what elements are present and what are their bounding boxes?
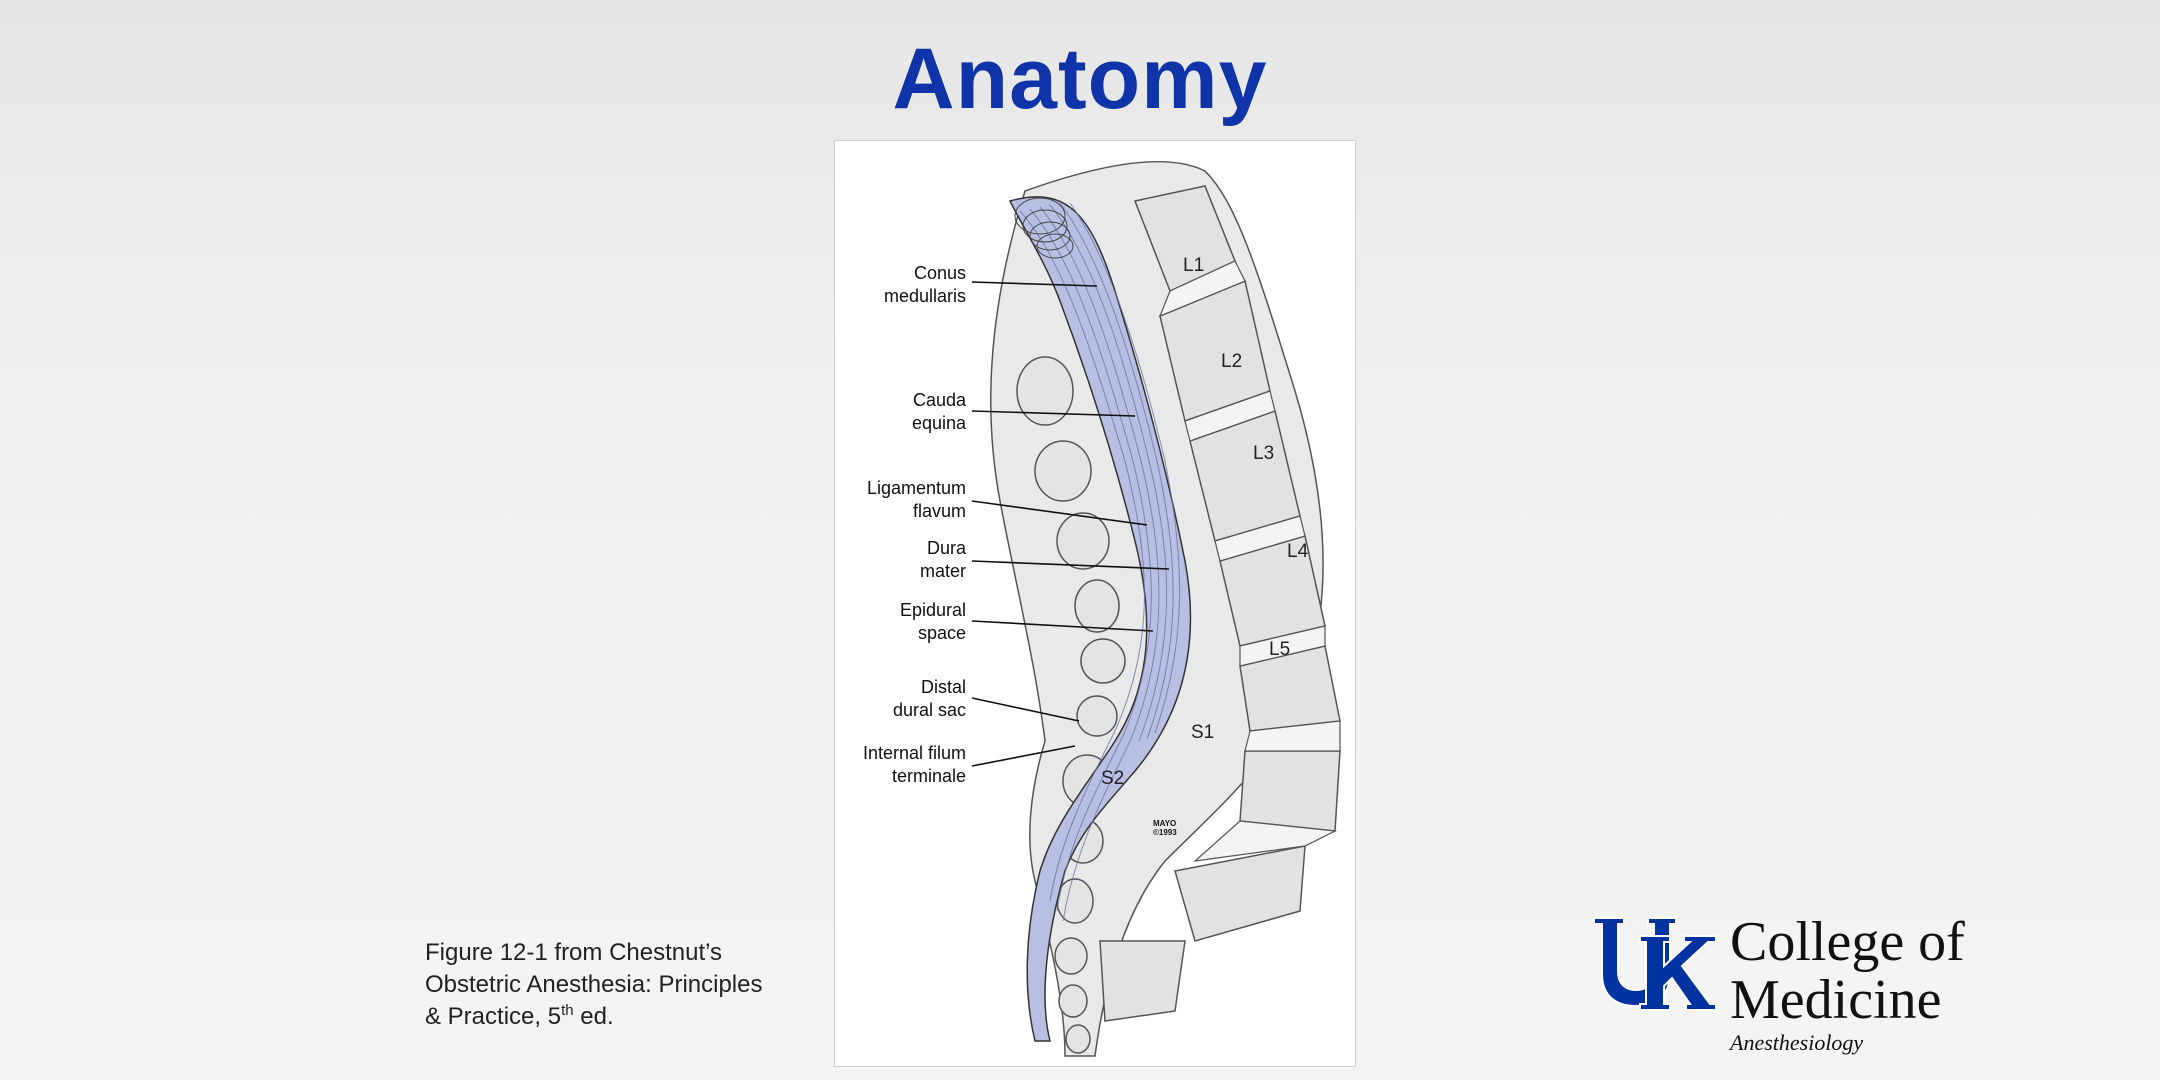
logo-department: Anesthesiology	[1730, 1030, 1864, 1055]
uk-logo-mark	[1593, 917, 1717, 1011]
vertebra-label-l4: L4	[1287, 541, 1309, 562]
anatomy-figure: L1 L2 L3 L4 L5 S1 S2 Conus medullaris Ca…	[834, 140, 1356, 1067]
label-filum-line2: terminale	[892, 766, 966, 786]
label-conus-line2: medullaris	[884, 286, 966, 306]
vertebral-bodies	[1099, 185, 1341, 1022]
label-filum-line1: Internal filum	[863, 743, 966, 763]
college-logo: College of Medicine Anesthesiology	[1590, 910, 2010, 1060]
caption-line1: Figure 12-1 from Chestnut’s	[425, 939, 723, 966]
slide-title: Anatomy	[892, 31, 1268, 127]
vertebra-label-l2: L2	[1221, 351, 1242, 372]
label-distal-line2: dural sac	[893, 700, 966, 720]
logo-college-of: College of	[1730, 911, 1965, 973]
dural-sac	[1008, 196, 1192, 1042]
vertebra-body-s2	[1099, 940, 1186, 1022]
anatomy-labels: Conus medullaris Cauda equina Ligamentum…	[863, 263, 967, 786]
caption-line2: Obstetric Anesthesia: Principles	[425, 971, 763, 998]
caption-line3: & Practice, 5th ed.	[425, 1002, 614, 1030]
label-epidural-line2: space	[918, 623, 966, 643]
cauda-equina-fibers	[1019, 202, 1181, 922]
figure-caption: Figure 12-1 from Chestnut’s Obstetric An…	[425, 937, 845, 1033]
label-ligamentum-line2: flavum	[913, 501, 966, 521]
label-cauda-line1: Cauda	[913, 390, 967, 410]
figure-signature-line2: ©1993	[1153, 828, 1177, 837]
intervertebral-discs	[1158, 260, 1341, 862]
figure-signature-line1: MAYO	[1153, 819, 1176, 828]
vertebra-label-l3: L3	[1253, 443, 1274, 464]
logo-medicine: Medicine	[1730, 969, 1942, 1031]
label-epidural-line1: Epidural	[900, 600, 966, 620]
vertebra-label-s2: S2	[1101, 768, 1124, 789]
label-distal-line1: Distal	[921, 677, 966, 697]
spine-illustration: L1 L2 L3 L4 L5 S1 S2 Conus medullaris Ca…	[863, 161, 1341, 1057]
label-dura-line2: mater	[920, 561, 966, 581]
vertebra-body-l5	[1239, 750, 1341, 832]
label-conus-line1: Conus	[914, 263, 966, 283]
label-ligamentum-line1: Ligamentum	[867, 478, 966, 498]
leader-lines	[971, 281, 1170, 767]
conus-medullaris-shape	[1014, 197, 1074, 259]
label-cauda-line2: equina	[912, 413, 967, 433]
vertebra-label-l5: L5	[1269, 639, 1290, 660]
vertebra-body-s1	[1174, 845, 1306, 942]
vertebra-label-s1: S1	[1191, 722, 1214, 743]
label-dura-line1: Dura	[927, 538, 967, 558]
vertebra-label-l1: L1	[1183, 255, 1204, 276]
